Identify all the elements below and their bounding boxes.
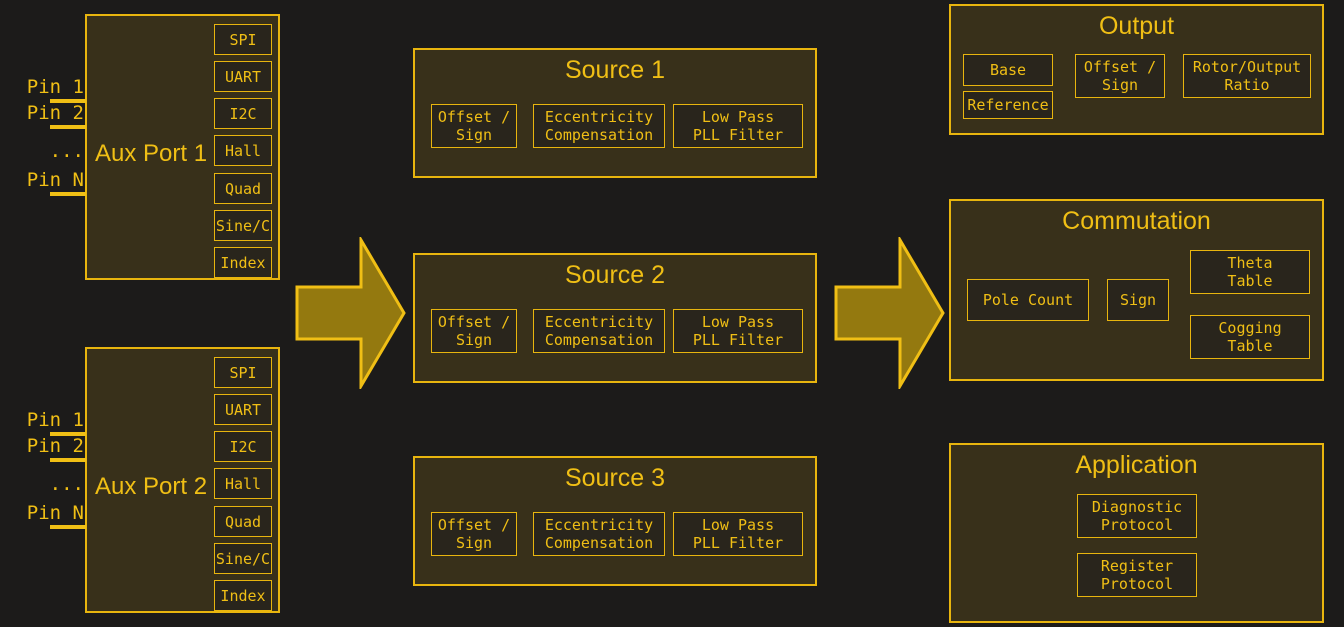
aux-port-1-pin-n-lead: [50, 192, 86, 196]
application-title: Application: [1075, 451, 1198, 479]
aux-port-2-pin-ellipsis: ...: [49, 473, 84, 495]
commutation-cogging-table-box[interactable]: Cogging Table: [1190, 315, 1310, 359]
aux-port-1-interface-hall[interactable]: Hall: [214, 135, 272, 166]
aux-port-2-pin-n-lead: [50, 525, 86, 529]
application-diagnostic-protocol-box[interactable]: Diagnostic Protocol: [1077, 494, 1197, 538]
arrow-shape: [834, 237, 945, 389]
aux-port-1-interface-index[interactable]: Index: [214, 247, 272, 278]
commutation-panel[interactable]: Commutation Pole Count Sign Theta Table …: [949, 199, 1324, 381]
source-1-panel[interactable]: Source 1 Offset / Sign Eccentricity Comp…: [413, 48, 817, 178]
aux-port-2-interface-spi[interactable]: SPI: [214, 357, 272, 388]
aux-port-1-pin-2-lead: [50, 125, 86, 129]
commutation-theta-table-box[interactable]: Theta Table: [1190, 250, 1310, 294]
aux-port-1-interface-quad[interactable]: Quad: [214, 173, 272, 204]
aux-port-2-interface-quad[interactable]: Quad: [214, 506, 272, 537]
output-title: Output: [1098, 12, 1175, 40]
output-rotor-ratio-box[interactable]: Rotor/Output Ratio: [1183, 54, 1311, 98]
aux-port-1-pin-1-label: Pin 1: [26, 76, 84, 98]
aux-port-2-pin-2-label: Pin 2: [26, 435, 84, 457]
aux-port-1-pin-n-label: Pin N: [26, 169, 84, 191]
source-3-offset-sign[interactable]: Offset / Sign: [431, 512, 517, 556]
application-register-protocol-box[interactable]: Register Protocol: [1077, 553, 1197, 597]
aux-port-2-interface-i2c[interactable]: I2C: [214, 431, 272, 462]
aux-port-1-pin-ellipsis: ...: [49, 140, 84, 162]
source-2-title: Source 2: [564, 261, 666, 289]
aux-port-2-pin-1-label: Pin 1: [26, 409, 84, 431]
aux-port-1-pin-1-lead: [50, 99, 86, 103]
commutation-pole-count-box[interactable]: Pole Count: [967, 279, 1089, 321]
commutation-title: Commutation: [1062, 207, 1211, 235]
aux-port-1-interface-spi[interactable]: SPI: [214, 24, 272, 55]
source-2-panel[interactable]: Source 2 Offset / Sign Eccentricity Comp…: [413, 253, 817, 383]
aux-port-1-interface-uart[interactable]: UART: [214, 61, 272, 92]
aux-port-1-interface-sinec[interactable]: Sine/C: [214, 210, 272, 241]
aux-port-2-pin-2-lead: [50, 458, 86, 462]
commutation-sign-box[interactable]: Sign: [1107, 279, 1169, 321]
aux-port-1-title: Aux Port 1: [95, 140, 208, 167]
aux-port-2-pin-n-label: Pin N: [26, 502, 84, 524]
source-2-low-pass-filter[interactable]: Low Pass PLL Filter: [673, 309, 803, 353]
output-panel[interactable]: Output Base Reference Offset / Sign Roto…: [949, 4, 1324, 135]
aux-port-2-interface-hall[interactable]: Hall: [214, 468, 272, 499]
aux-port-2-pin-1-lead: [50, 432, 86, 436]
aux-to-source-arrow: [295, 237, 406, 389]
source-1-low-pass-filter[interactable]: Low Pass PLL Filter: [673, 104, 803, 148]
source-1-title: Source 1: [564, 56, 666, 84]
source-3-panel[interactable]: Source 3 Offset / Sign Eccentricity Comp…: [413, 456, 817, 586]
output-reference-box[interactable]: Reference: [963, 91, 1053, 119]
aux-port-1-interface-i2c[interactable]: I2C: [214, 98, 272, 129]
source-3-title: Source 3: [564, 464, 666, 492]
aux-port-1-pin-2-label: Pin 2: [26, 102, 84, 124]
aux-port-2-interface-sinec[interactable]: Sine/C: [214, 543, 272, 574]
source-1-offset-sign[interactable]: Offset / Sign: [431, 104, 517, 148]
source-3-low-pass-filter[interactable]: Low Pass PLL Filter: [673, 512, 803, 556]
source-2-eccentricity[interactable]: Eccentricity Compensation: [533, 309, 665, 353]
source-to-consumer-arrow: [834, 237, 945, 389]
arrow-shape: [295, 237, 406, 389]
output-base-box[interactable]: Base: [963, 54, 1053, 86]
source-2-offset-sign[interactable]: Offset / Sign: [431, 309, 517, 353]
aux-port-2-title: Aux Port 2: [95, 473, 208, 500]
aux-port-1-panel[interactable]: Aux Port 1 SPI UART I2C Hall Quad Sine/C…: [85, 14, 280, 280]
source-3-eccentricity[interactable]: Eccentricity Compensation: [533, 512, 665, 556]
output-offset-sign-box[interactable]: Offset / Sign: [1075, 54, 1165, 98]
application-panel[interactable]: Application Diagnostic Protocol Register…: [949, 443, 1324, 623]
aux-port-2-interface-uart[interactable]: UART: [214, 394, 272, 425]
source-1-eccentricity[interactable]: Eccentricity Compensation: [533, 104, 665, 148]
aux-port-2-panel[interactable]: Aux Port 2 SPI UART I2C Hall Quad Sine/C…: [85, 347, 280, 613]
aux-port-2-interface-index[interactable]: Index: [214, 580, 272, 611]
